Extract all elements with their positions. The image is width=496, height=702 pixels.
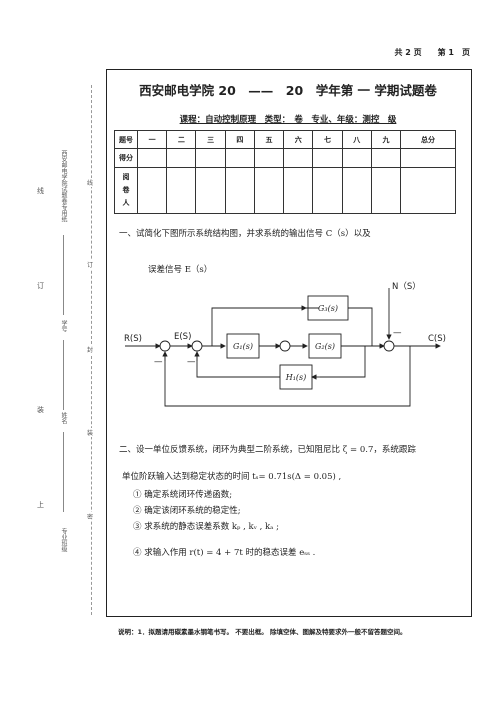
seal-xian: 线	[87, 178, 94, 187]
grader-cell[interactable]	[370, 167, 402, 214]
header-cell: 八	[341, 130, 372, 149]
score-cell[interactable]	[136, 148, 168, 168]
label-r: R(S)	[124, 334, 142, 344]
xuehao-blank	[63, 235, 64, 315]
score-cell[interactable]	[253, 148, 285, 168]
summing-junction-3	[279, 340, 291, 352]
grader-cell[interactable]	[253, 167, 285, 214]
score-cell[interactable]	[370, 148, 402, 168]
zhuanye-blank	[63, 432, 64, 512]
header-cell: 总分	[400, 130, 456, 149]
page-info: 共 2 页 第 1 页	[394, 48, 471, 57]
side-char-xian: 线	[37, 187, 44, 195]
header-cell: 二	[166, 130, 197, 149]
xuehao-label: 学号	[60, 320, 67, 332]
question-2-item-2: ② 确定该闭环系统的稳定性;	[133, 506, 241, 516]
label-n: N（S）	[392, 281, 421, 292]
footer-note: 说明：1．拟题请用碳素墨水钢笔书写。 不要出框。 除填空体、图解及特要求外一般不…	[118, 628, 407, 636]
minus-1: —	[154, 357, 163, 367]
grader-cell[interactable]	[166, 167, 197, 214]
grader-cell[interactable]	[312, 167, 343, 214]
unity-feedback-line	[164, 346, 411, 407]
seal-ding: 订	[87, 260, 94, 269]
score-cell[interactable]	[283, 148, 314, 168]
summing-junction-4	[383, 340, 395, 352]
header-cell: 一	[136, 130, 168, 149]
score-cell[interactable]	[166, 148, 197, 168]
grader-cell[interactable]	[195, 167, 226, 214]
minus-2: —	[187, 357, 196, 367]
header-cell: 三	[195, 130, 226, 149]
score-table: 题号 一 二 三 四 五 六 七 八 九 总分 得分 阅卷人	[114, 130, 456, 214]
header-cell: 四	[224, 130, 255, 149]
course-line: 课程：自动控制原理 类型：_卷 专业、年级：测控 级	[179, 115, 397, 125]
question-2-item-3: ③ 求系统的静态误差系数 kₚ , kᵥ , kₐ ;	[133, 522, 279, 532]
side-char-ding: 订	[37, 282, 44, 290]
score-row-label: 得分	[114, 148, 138, 168]
minus-4: —	[393, 328, 402, 338]
score-cell[interactable]	[312, 148, 343, 168]
header-cell: 题号	[114, 130, 138, 149]
question-2-line-2: 单位阶跃输入达到稳定状态的时间 tₛ= 0.71s(Δ = 0.05) ,	[122, 472, 342, 482]
question-2-item-1: ① 确定系统闭环传递函数;	[133, 490, 233, 500]
seal-mi: 密	[87, 512, 94, 521]
header-cell: 六	[283, 130, 314, 149]
label-g3: G₃(s)	[318, 304, 338, 313]
header-cell: 九	[370, 130, 402, 149]
label-c: C(S)	[428, 334, 446, 344]
label-g1: G₁(s)	[233, 342, 253, 351]
xingming-label: 姓名	[60, 412, 67, 424]
seal-zhuang: 装	[87, 428, 94, 437]
question-1-line-2: 误差信号 E（s）	[148, 265, 213, 275]
header-cell: 五	[253, 130, 285, 149]
question-1-line-1: 一、试简化下图所示系统结构图，并求系统的输出信号 C（s）以及	[119, 229, 371, 239]
score-cell[interactable]	[224, 148, 255, 168]
grader-cell[interactable]	[136, 167, 168, 214]
label-g2: G₂(s)	[315, 342, 335, 351]
summing-junction-2	[191, 340, 203, 352]
side-char-shang: 上	[37, 501, 44, 509]
seal-feng: 封	[87, 345, 94, 354]
block-diagram: G₁(s) G₂(s) G₃(s) H₁(s) R(S) E(S) N（S） C…	[124, 281, 446, 407]
grader-row-label: 阅卷人	[114, 167, 138, 214]
zhuanye-label: 专业班级	[60, 528, 67, 552]
grader-cell[interactable]	[341, 167, 372, 214]
question-2-line-1: 二、设一单位反馈系统，闭环为典型二阶系统，已知阻尼比 ζ = 0.7，系统跟踪	[119, 445, 416, 455]
paper-label: 西安邮电学院试题卷专用纸	[60, 150, 67, 222]
grader-cell[interactable]	[400, 167, 456, 214]
label-e: E(S)	[174, 332, 191, 342]
score-cell[interactable]	[341, 148, 372, 168]
paper-frame	[106, 69, 472, 617]
h1-feedback-line	[320, 346, 366, 378]
grader-cell[interactable]	[283, 167, 314, 214]
exam-title: 西安邮电学院 20 —— 20 学年第 一 学期试题卷	[139, 83, 437, 98]
side-char-zhuang: 装	[37, 406, 44, 414]
header-cell: 七	[312, 130, 343, 149]
xingming-blank	[63, 340, 64, 410]
question-2-item-4: ④ 求输入作用 r(t) = 4 + 7t 时的稳态误差 eₛₛ .	[133, 548, 316, 558]
score-cell[interactable]	[195, 148, 226, 168]
grader-cell[interactable]	[224, 167, 255, 214]
summing-junction-1	[159, 340, 171, 352]
score-cell[interactable]	[400, 148, 456, 168]
label-h1: H₁(s)	[285, 373, 307, 382]
